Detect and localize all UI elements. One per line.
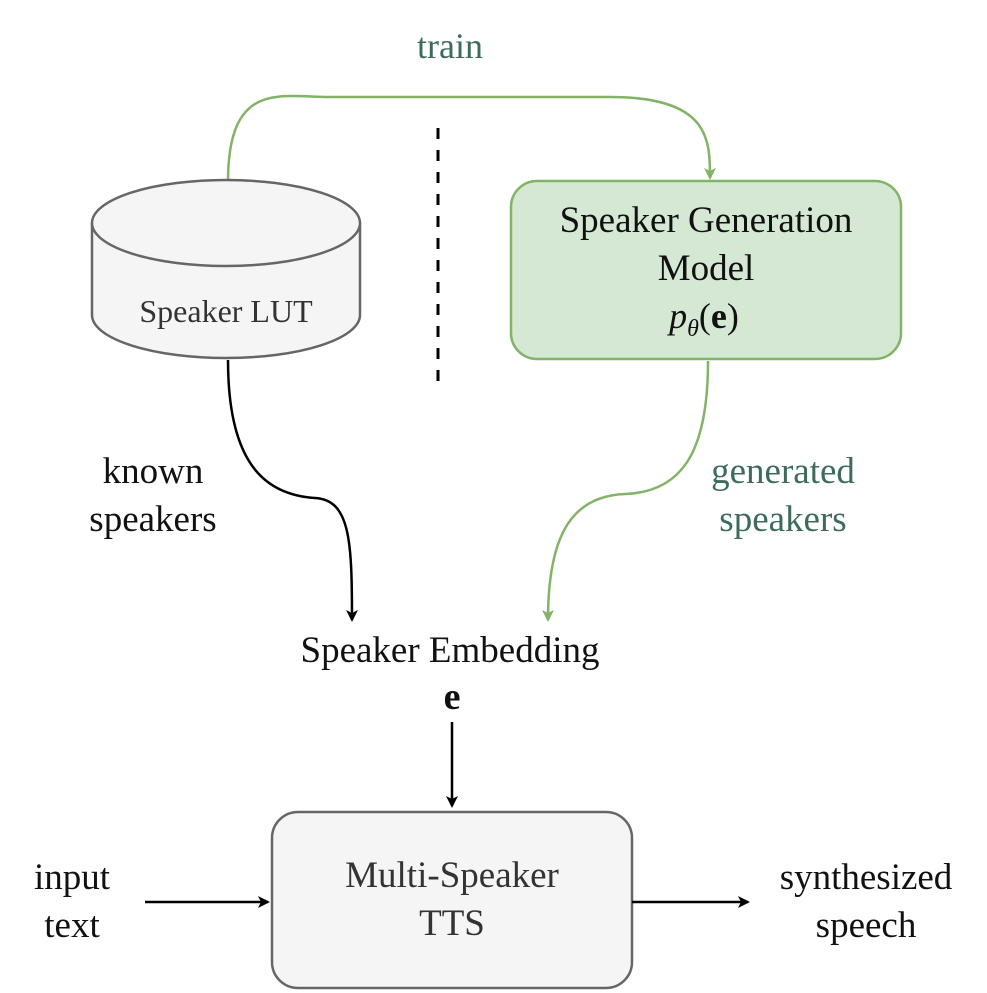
synthesized-speech-label-line1: synthesized	[779, 857, 953, 898]
generation-formula: pθ(e)	[669, 296, 739, 344]
speaker-generation-title: Speaker Generation	[559, 200, 853, 241]
formula-close-paren: )	[726, 296, 739, 336]
generated-speakers-label-line1: generated	[711, 451, 855, 492]
formula-p: p	[669, 296, 688, 336]
multi-speaker-tts-box	[270, 810, 634, 990]
generated-speakers-arrow	[542, 360, 710, 622]
known-speakers-arrow	[226, 359, 358, 622]
multi-speaker-tts-label-line2: TTS	[419, 903, 485, 944]
input-text-label-line1: input	[33, 857, 111, 898]
speaker-lut-cylinder	[90, 178, 362, 360]
multi-speaker-tts-label-line1: Multi-Speaker	[345, 855, 559, 896]
speaker-generation-model-label: Model	[657, 248, 755, 289]
speaker-generation-model-box	[509, 179, 903, 361]
formula-open-paren: (	[698, 296, 711, 336]
embedding-symbol: e	[443, 676, 461, 718]
train-arrow	[226, 94, 716, 183]
train-label: train	[417, 26, 483, 66]
formula-theta: θ	[687, 316, 699, 343]
known-speakers-label-line1: known	[102, 451, 204, 492]
speaker-embedding-label: Speaker Embedding	[300, 630, 600, 671]
input-text-label-line2: text	[44, 905, 100, 946]
speaker-lut-label: Speaker LUT	[139, 293, 313, 329]
formula-e: e	[710, 296, 727, 336]
synthesized-speech-label-line2: speech	[815, 905, 917, 946]
generated-speakers-label-line2: speakers	[719, 499, 847, 540]
known-speakers-label-line2: speakers	[89, 499, 217, 540]
